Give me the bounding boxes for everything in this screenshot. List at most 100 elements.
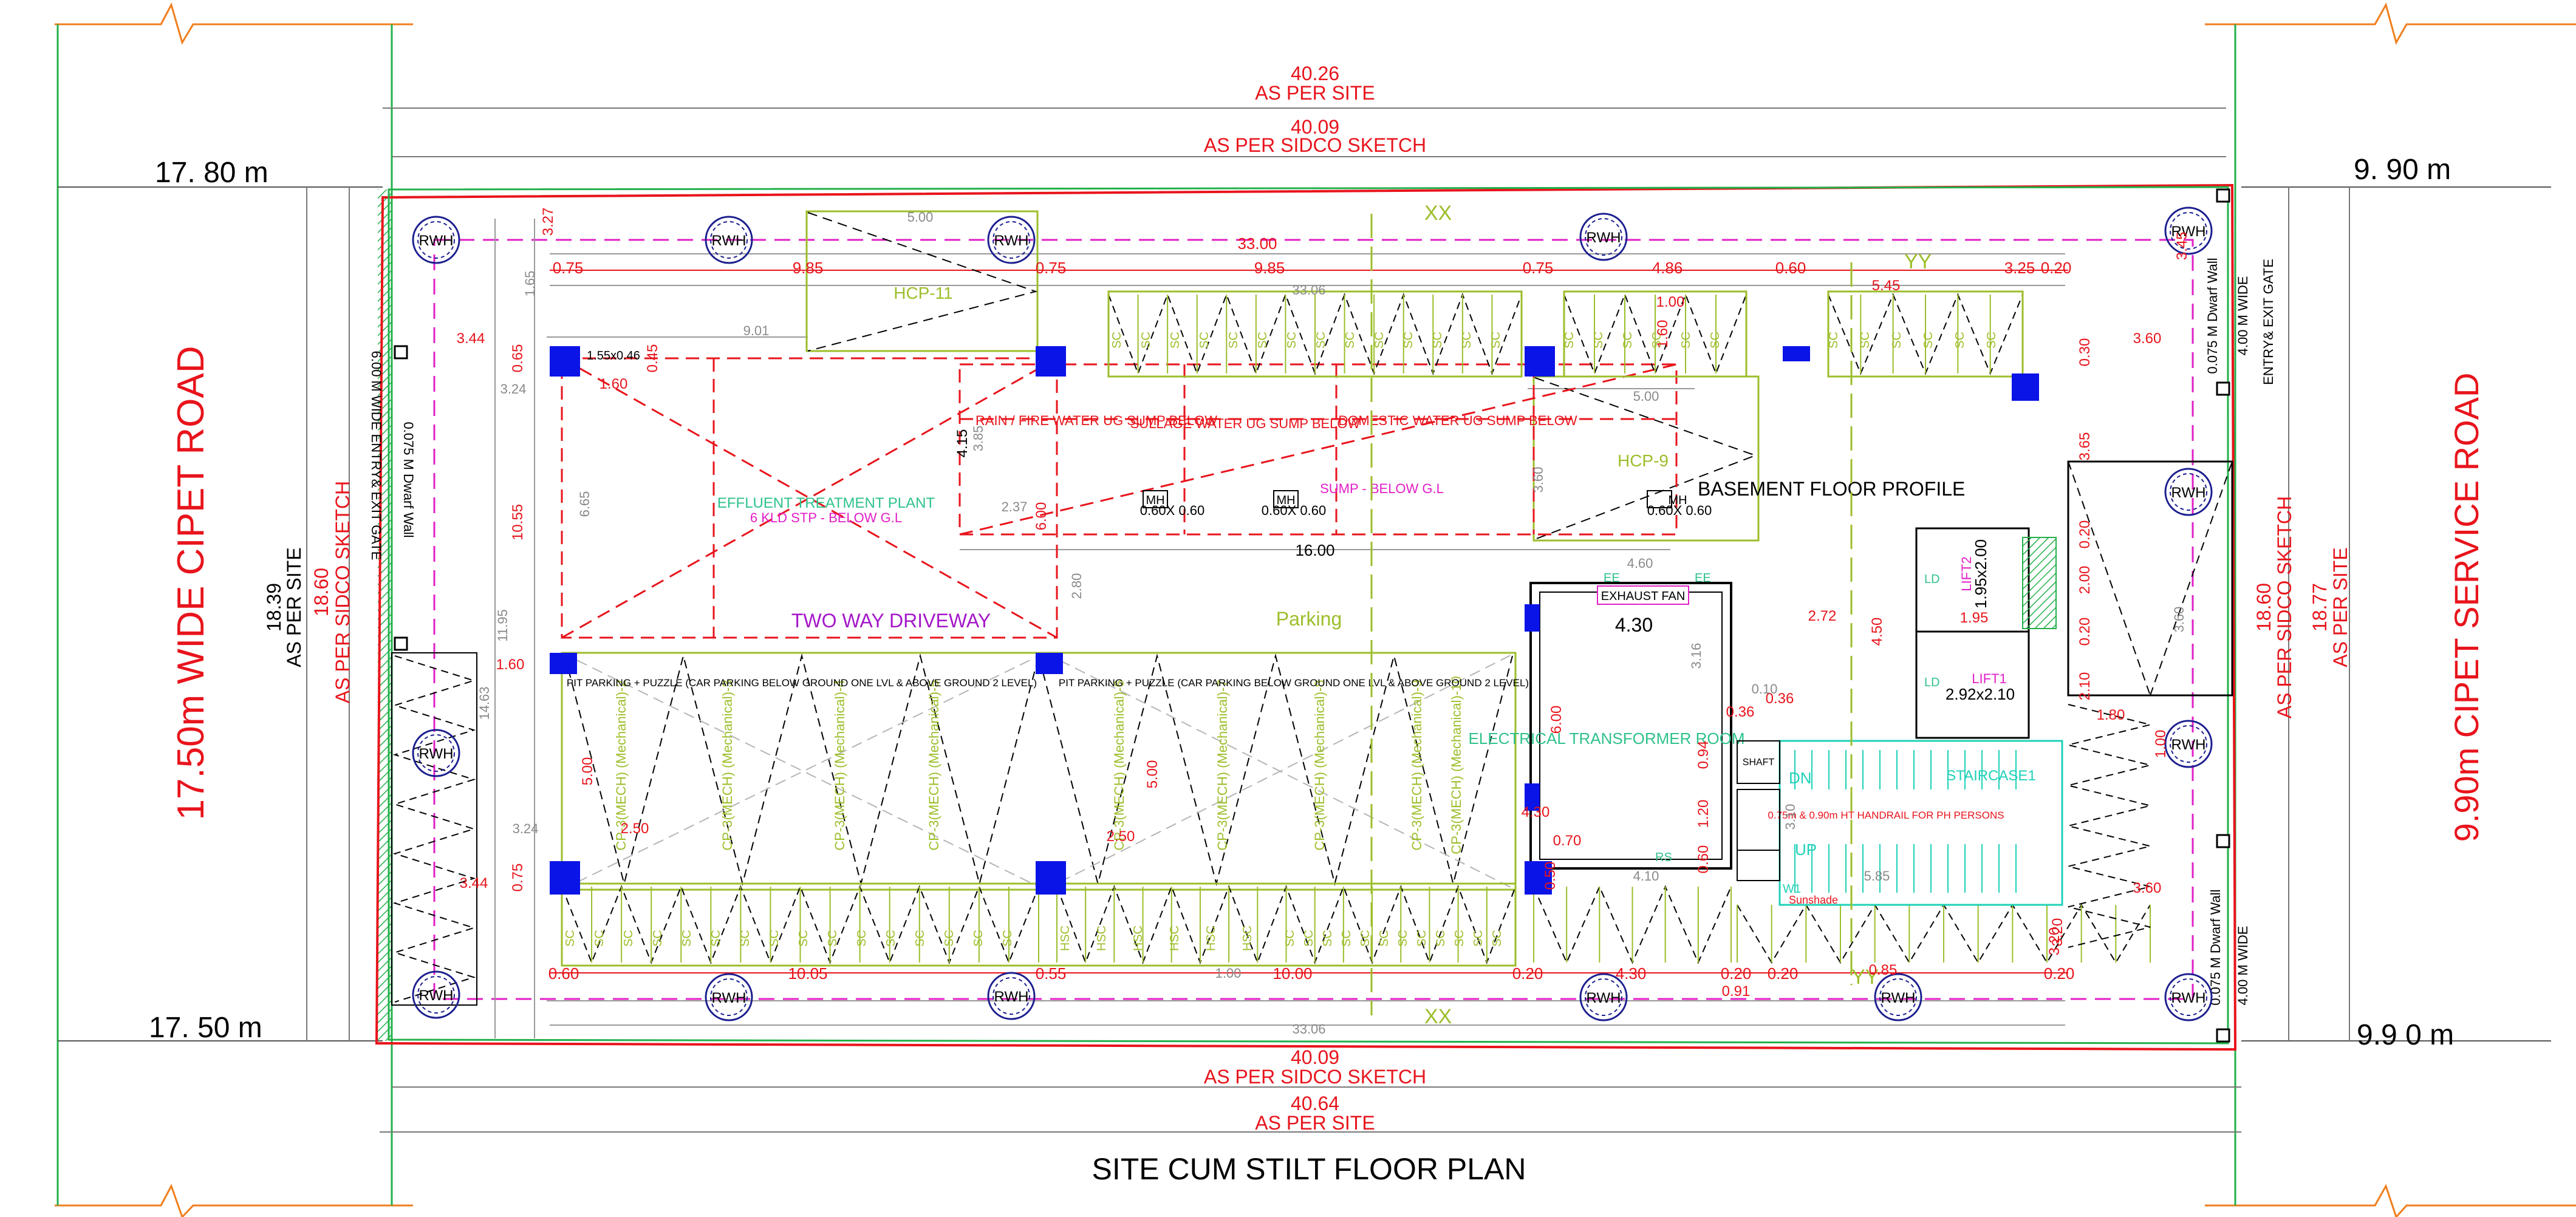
top-sc-label-24: SC (1953, 332, 1967, 349)
dim-16: 16.00 (1295, 541, 1334, 559)
top-sc-label-6: SC (1285, 332, 1299, 349)
rwh-inner-11 (1585, 978, 1622, 1016)
misc-grey-dim-6: 14.63 (477, 686, 492, 720)
misc-grey-dim-16: 1.00 (1215, 966, 1242, 981)
mh-1-size: 0.60X 0.60 (1140, 503, 1204, 518)
misc-red-dim-6: 1.60 (496, 656, 525, 673)
road-break-lines (55, 2, 2576, 1217)
cp-label-0: CP-3(MECH) (Mechanical)-2 (613, 680, 629, 850)
misc-red-dim-21: 3.20 (2046, 927, 2063, 956)
top-sc-label-11: SC (1431, 332, 1444, 349)
left-dwarf-wall: 0.075 M Dwarf Wall (401, 421, 416, 537)
rwh-inner-13 (2170, 978, 2207, 1016)
misc-red-dim-38: 2.72 (1808, 608, 1837, 624)
top-sc-label-21: SC (1859, 332, 1872, 349)
pit-parking-diag (561, 652, 1516, 890)
transformer-dim: 4.30 (1615, 614, 1653, 636)
parking-label: Parking (1276, 608, 1342, 630)
etp-label: EFFLUENT TREATMENT PLANT (717, 495, 935, 511)
sc-label-22: SC (1283, 930, 1297, 947)
shaft-label: SHAFT (1743, 757, 1775, 768)
site-boundary-green (388, 186, 2229, 1045)
xx-top: XX (1424, 202, 1452, 225)
rwh-label-3: RWH (1587, 230, 1621, 246)
misc-red-dim-0: 3.27 (540, 208, 556, 236)
right-bottom-dwarf: 0.075 M Dwarf Wall (2208, 889, 2223, 1005)
pit-parking-zigzag (564, 653, 1513, 886)
misc-red-dim-37: 4.50 (1869, 618, 1885, 646)
sc-label-18: HSC (1132, 926, 1145, 951)
misc-grey-dim-15: 5.85 (1864, 868, 1890, 884)
staircase (1778, 740, 2063, 906)
top-row-dim-2: 0.75 (1036, 259, 1067, 277)
pit-parking-note-2: PIT PARKING + PUZZLE (CAR PARKING BELOW … (1059, 677, 1529, 689)
top-sc-label-17: SC (1650, 332, 1664, 349)
sc-label-16: HSC (1059, 926, 1072, 951)
misc-grey-dim-3: 3.24 (501, 381, 527, 397)
sc-label-3: SC (651, 930, 664, 947)
sullage-label: SULLAGE WATER UG SUMP BELOW (1130, 416, 1361, 431)
rwh-circle-1 (705, 216, 753, 264)
grey-dimension-texts: 5.005.009.013.243.2411.9514.636.653.853.… (477, 210, 2187, 1037)
rwh-inner-3 (1585, 218, 1622, 256)
top-sc-label-25: SC (1985, 332, 1998, 349)
stair-up: UP (1795, 840, 1817, 859)
misc-red-dim-35: 1.20 (1695, 800, 1712, 828)
rwh-circle-0 (412, 216, 460, 264)
lift2-hatch (2022, 537, 2057, 629)
cp-label-8: CP-3(MECH) (Mechanical)-10 (1449, 676, 1464, 854)
top-row-dim-7: 3.25 (2004, 259, 2035, 277)
transformer-label: ELECTRICAL TRANSFORMER ROOM (1468, 729, 1744, 748)
inner-top-dim: 33.00 (1237, 234, 1277, 253)
misc-red-dim-31: 0.50 (1542, 862, 1559, 890)
rwh-label-11: RWH (1587, 990, 1621, 1006)
lift2-label: LIFT2 (1959, 556, 1974, 591)
right-sidco-dim: 18.60 (2253, 583, 2275, 632)
right-gate-width: 4.00 M WIDE (2235, 276, 2250, 356)
top-sc-label-10: SC (1402, 332, 1415, 349)
misc-red-dim-25: 2.50 (621, 820, 649, 837)
grey-dimensions (494, 219, 2065, 1038)
transformer-room (1529, 582, 1732, 870)
rwh-label-10: RWH (994, 989, 1029, 1005)
misc-red-dim-39: 1.95 (1960, 610, 1989, 626)
sc-label-15: SC (1001, 930, 1014, 947)
misc-red-dim-14: 0.20 (2077, 520, 2093, 549)
road-width-lines (58, 186, 2551, 1041)
right-sidco-label: AS PER SIDCO SKETCH (2274, 496, 2295, 718)
sc-label-24: SC (1321, 930, 1334, 947)
misc-red-dim-19: 1.00 (2153, 730, 2169, 758)
rwh-inner-12 (1879, 978, 1917, 1016)
top-row-dim-3: 9.85 (1254, 259, 1285, 277)
cp-label-group: CP-3(MECH) (Mechanical)-2 CP-3(MECH) (Mec… (613, 676, 1464, 854)
lift1-size: 2.92x2.10 (1946, 685, 2015, 703)
lift1-shaft (1915, 630, 2030, 739)
bottom-row-dim-4: 0.20 (1512, 964, 1543, 983)
bottom-row-dim-2: 0.55 (1036, 964, 1067, 983)
misc-red-dim-24: 5.00 (579, 757, 596, 786)
hcp11-x (807, 212, 1038, 352)
sc-label-7: SC (768, 930, 781, 947)
mh-3-size: 0.60X 0.60 (1647, 503, 1712, 518)
cp-label-1: CP-3(MECH) (Mechanical)-3 (720, 680, 735, 850)
rwh-circle-5 (2164, 468, 2213, 516)
misc-grey-dim-0: 5.00 (907, 210, 934, 225)
misc-grey-dim-19: 0.10 (1752, 681, 1778, 697)
right-zig-1 (2068, 704, 2151, 948)
top-sc-label-0: SC (1110, 332, 1124, 349)
pit-zig-line (564, 653, 1513, 886)
pit-parking-note-text-2: PIT PARKING + PUZZLE (CAR PARKING BELOW … (1059, 677, 1529, 689)
top-row-dim-6: 0.60 (1775, 259, 1806, 277)
lift1-label: LIFT1 (1972, 671, 2006, 686)
manholes (1143, 490, 1672, 508)
top-sc-label-3: SC (1198, 332, 1211, 349)
sc-label-21: HSC (1241, 926, 1254, 951)
rwh-circle-6 (412, 729, 460, 777)
site-boundary (375, 183, 2237, 1051)
side-dimension-lines (306, 187, 2350, 1041)
top-sc-label-15: SC (1592, 332, 1605, 349)
bottom-row-dim-0: 0.60 (548, 964, 579, 983)
misc-red-dim-1: 3.45 (2174, 232, 2190, 261)
